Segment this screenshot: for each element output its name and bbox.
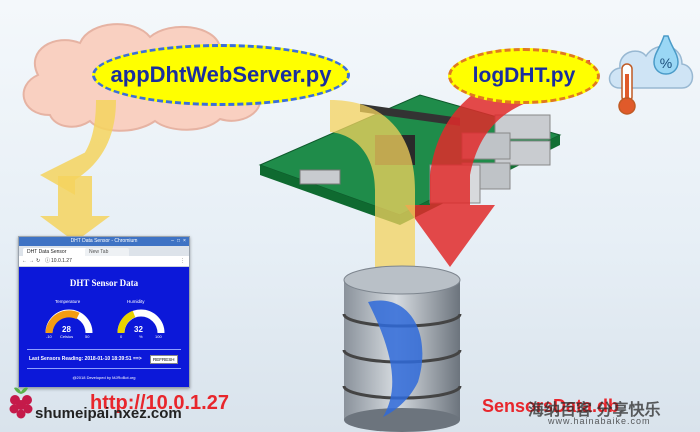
temperature-label: Temperature: [55, 299, 81, 304]
url-overlay-label: http://10.0.1.27: [90, 392, 229, 414]
last-reading-text: Last Sensors Reading: 2018-01-10 18:39:5…: [29, 356, 142, 362]
humidity-unit: %: [139, 334, 143, 339]
forward-icon[interactable]: →: [29, 258, 34, 264]
close-icon[interactable]: ×: [183, 238, 186, 244]
thermometer-cloud-icon: %: [608, 35, 694, 115]
page-heading: DHT Sensor Data: [69, 278, 139, 288]
logger-label-text: logDHT.py: [472, 64, 576, 87]
watermark-left: shumeipai.nxez.com: [35, 405, 182, 422]
logger-label: logDHT.py: [448, 48, 600, 104]
database-icon: [342, 265, 462, 432]
divider: [27, 368, 181, 369]
yellow-arrow-to-browser: [40, 100, 116, 242]
humidity-max: 100: [155, 334, 162, 339]
tab-dht-data-sensor[interactable]: DHT Data Sensor: [23, 248, 89, 256]
url-text[interactable]: 10.0.1.27: [51, 258, 72, 264]
web-server-label: appDhtWebServer.py: [92, 44, 350, 106]
database-name-label: SensorsData.db: [482, 396, 620, 416]
refresh-button[interactable]: REFRESH: [150, 355, 178, 364]
browser-tabbar: DHT Data Sensor New Tab: [19, 246, 189, 256]
humidity-gauge: [117, 309, 165, 334]
page-content: DHT Sensor Data Temperature Humidity 28 …: [19, 267, 189, 387]
browser-window-title: DHT Data Sensor - Chromium: [70, 238, 138, 244]
temperature-max: 50: [85, 334, 90, 339]
humidity-symbol-icon: %: [660, 55, 672, 71]
divider: [27, 349, 181, 350]
tab-label: DHT Data Sensor: [27, 249, 67, 255]
tab-label: New Tab: [89, 249, 109, 255]
info-icon: ⓘ: [45, 258, 51, 264]
back-icon[interactable]: ←: [22, 258, 27, 264]
watermark-right-url: www.hainabaike.com: [548, 416, 651, 426]
page-footer: @2018 Developed by MJRoBot.org: [72, 375, 136, 380]
watermark-right-cn: 海纳百客 分享快乐: [528, 402, 661, 419]
reload-icon[interactable]: ↻: [36, 258, 41, 264]
temperature-unit: Celsius: [60, 334, 74, 339]
tab-new-tab[interactable]: New Tab: [85, 248, 129, 256]
humidity-label: Humidity: [127, 299, 145, 304]
maximize-icon[interactable]: □: [176, 238, 181, 244]
red-arrow-to-database: [405, 60, 590, 267]
temperature-value: 28: [62, 325, 71, 334]
humidity-value: 32: [134, 325, 143, 334]
browser-titlebar: DHT Data Sensor - Chromium – □ ×: [19, 237, 189, 246]
yellow-arrow-db: [330, 100, 415, 280]
feather-icon: [368, 300, 423, 417]
browser-window: DHT Data Sensor - Chromium – □ × DHT Dat…: [18, 236, 190, 388]
humidity-min: 0: [120, 334, 123, 339]
web-server-label-text: appDhtWebServer.py: [110, 62, 332, 87]
minimize-icon[interactable]: –: [171, 238, 174, 244]
temperature-gauge: [45, 309, 93, 334]
menu-icon[interactable]: ⋮: [180, 258, 185, 264]
temperature-min: -10: [46, 334, 52, 339]
raspberry-logo-icon: [9, 387, 33, 419]
address-bar[interactable]: ← → ↻ ⓘ 10.0.1.27 ⋮: [19, 256, 189, 267]
